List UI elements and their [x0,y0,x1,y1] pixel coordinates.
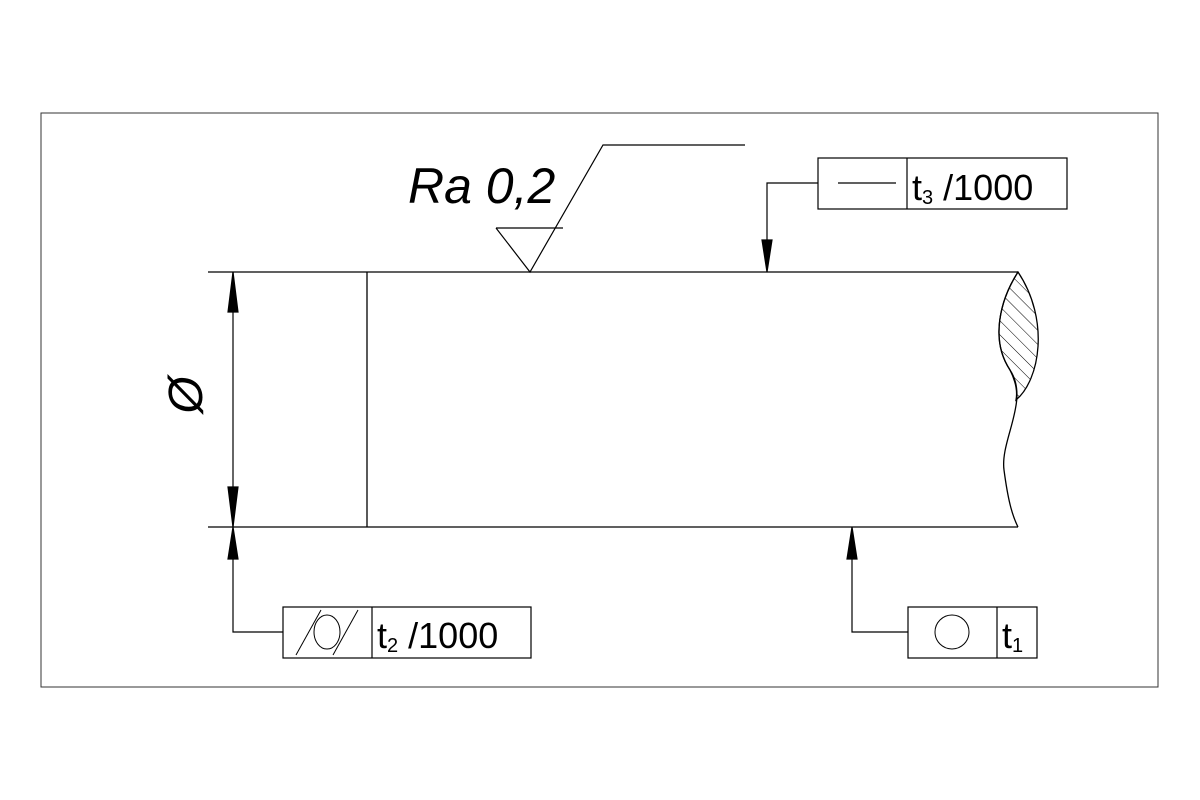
shaft [208,270,1039,528]
diameter-dimension [227,271,239,528]
roughness-symbol [495,144,745,274]
svg-text:t3 /1000: t3 /1000 [912,167,1033,209]
cylindricity-leader [227,526,283,633]
straightness-frame: t3 /1000 [817,157,1068,210]
hatched-section [998,270,1039,402]
cylindricity-frame: t2 /1000 [282,606,532,659]
svg-text:t2 /1000: t2 /1000 [377,615,498,657]
diameter-symbol: Ø [160,374,213,416]
cylindricity-icon [295,609,359,656]
svg-text:t1: t1 [1002,615,1023,657]
drawing-frame [40,112,1159,688]
roughness-label: Ra 0,2 [408,158,556,214]
roundness-leader [846,526,908,633]
roundness-frame: t1 [907,606,1038,659]
straightness-leader [761,182,818,273]
roundness-icon [934,614,970,650]
